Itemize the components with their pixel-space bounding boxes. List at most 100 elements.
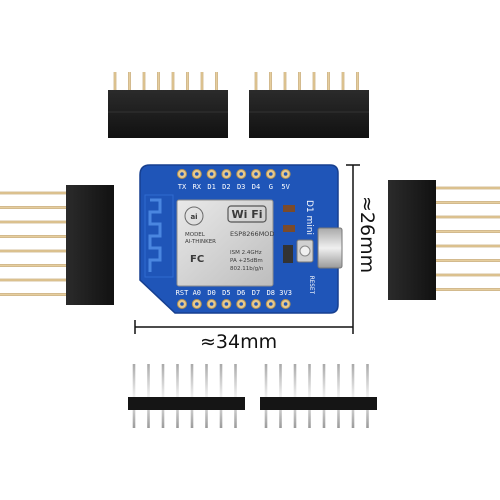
- left-female-header: [0, 185, 114, 305]
- pin-hole: [195, 302, 199, 306]
- module-model-small: MODEL: [185, 232, 206, 238]
- pin-hole: [224, 172, 229, 176]
- male-header-bar: [128, 397, 245, 410]
- bottom-left-male-header: [128, 364, 245, 428]
- right-female-header: [388, 180, 500, 300]
- bottom-pin-label: D8: [267, 289, 275, 297]
- male-pin: [264, 364, 268, 428]
- bottom-pin-label: D6: [237, 289, 245, 297]
- pin-hole: [239, 302, 243, 306]
- wifi-logo-text: Wi Fi: [231, 208, 262, 221]
- antenna-area: [144, 194, 174, 278]
- module-standard-label: 802.11b/g/n: [230, 266, 264, 272]
- male-pin: [279, 364, 282, 428]
- header-pin: [436, 259, 500, 262]
- header-pin: [269, 72, 272, 90]
- bottom-pin-label: 3V3: [279, 289, 292, 297]
- module-pa-label: PA +25dBm: [230, 258, 263, 264]
- top-right-female-header: [249, 72, 369, 138]
- pin-hole: [180, 172, 184, 176]
- male-header-bar: [260, 397, 377, 410]
- bottom-pin-labels: RST A0 D0 D5 D6 D7 D8 3V3: [176, 289, 292, 297]
- header-pin: [436, 273, 500, 277]
- header-pin: [436, 230, 500, 233]
- header-pin: [157, 72, 160, 90]
- header-pin: [113, 72, 117, 90]
- header-pin: [0, 264, 66, 267]
- board-model-label: D1 mini: [304, 200, 314, 235]
- header-pin: [0, 235, 66, 238]
- header-pin: [0, 191, 66, 195]
- male-pin: [205, 364, 208, 428]
- top-pin-label: D2: [222, 183, 230, 191]
- height-dimension: [346, 164, 360, 320]
- male-pin: [219, 364, 223, 428]
- top-pin-label: D1: [207, 183, 215, 191]
- header-pin: [128, 72, 131, 90]
- pin-hole: [209, 172, 214, 176]
- antenna-trace: [148, 198, 162, 272]
- bottom-pin-label: RST: [176, 289, 189, 297]
- header-pin: [436, 201, 500, 204]
- pin-hole: [209, 302, 214, 306]
- header-pin: [436, 186, 500, 190]
- pin-hole: [239, 172, 243, 176]
- pin-hole: [269, 172, 273, 176]
- header-pin: [327, 72, 330, 90]
- bottom-pin-label: D0: [207, 289, 215, 297]
- smd-component: [283, 225, 295, 232]
- module-ism-label: ISM 2.4GHz: [230, 250, 262, 256]
- male-pin: [337, 364, 340, 428]
- top-pin-label: D3: [237, 183, 245, 191]
- top-pin-label: RX: [193, 183, 202, 191]
- width-dimension-label: ≈34mm: [200, 331, 278, 353]
- header-pin: [171, 72, 175, 90]
- male-pin: [147, 364, 150, 428]
- header-pin: [341, 72, 345, 90]
- top-pin-label: G: [269, 183, 273, 191]
- header-pin: [283, 72, 287, 90]
- header-body: [249, 90, 369, 138]
- esp8266-module: Wi Fi ai MODEL AI-THINKER ESP8266MOD FC …: [176, 199, 274, 287]
- header-pin: [186, 72, 189, 90]
- bottom-pin-label: A0: [193, 289, 201, 297]
- header-pin: [142, 72, 146, 90]
- vendor-logo-icon: [184, 206, 204, 226]
- pin-hole: [283, 302, 288, 306]
- male-pin: [234, 364, 237, 428]
- male-pin: [308, 364, 311, 428]
- width-dimension: [134, 320, 354, 334]
- bottom-pin-label: D7: [252, 289, 260, 297]
- reset-silk-label: RESET: [308, 276, 315, 294]
- bottom-pin-row: [177, 299, 291, 309]
- bottom-pin-label: D5: [222, 289, 230, 297]
- male-pin: [351, 364, 355, 428]
- male-pin: [161, 364, 165, 428]
- header-pin: [0, 278, 66, 282]
- module-chip-label: ESP8266MOD: [230, 230, 274, 238]
- male-pin: [366, 364, 369, 428]
- svg-text:ai: ai: [190, 213, 197, 221]
- top-pin-label: TX: [178, 183, 187, 191]
- header-pin: [215, 72, 218, 90]
- smd-component: [283, 205, 295, 212]
- module-vendor-label: AI-THINKER: [185, 239, 216, 245]
- pin-hole: [224, 302, 229, 306]
- header-pin: [356, 72, 359, 90]
- pin-hole: [254, 172, 258, 176]
- header-pin: [436, 244, 500, 248]
- smd-chip: [283, 245, 293, 263]
- pin-hole: [195, 172, 199, 176]
- fcc-logo: FC: [190, 254, 204, 265]
- male-pin: [132, 364, 136, 428]
- reset-button-cap: [299, 245, 311, 257]
- male-pin: [176, 364, 179, 428]
- pin-hole: [254, 302, 258, 306]
- header-pin: [312, 72, 316, 90]
- header-pin: [0, 206, 66, 209]
- header-pin: [254, 72, 258, 90]
- header-pin: [436, 288, 500, 291]
- pin-hole: [180, 302, 184, 306]
